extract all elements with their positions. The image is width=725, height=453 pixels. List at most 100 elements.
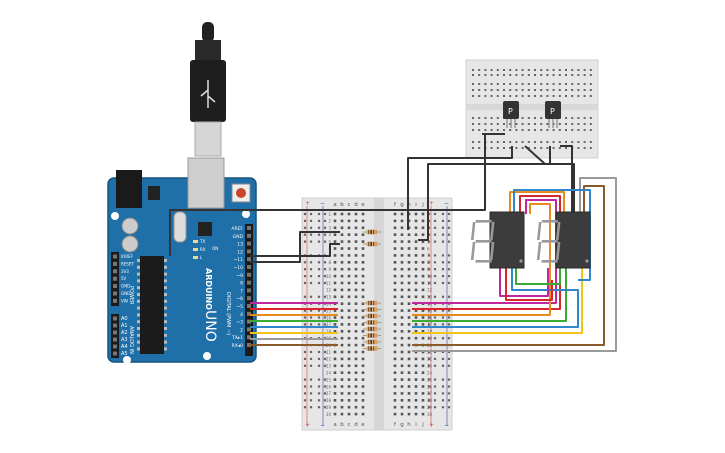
wire-black[interactable] <box>560 145 573 214</box>
column-letter: g <box>400 202 404 208</box>
column-letter: b <box>340 202 344 208</box>
row-number: 21 <box>427 350 433 355</box>
wire-green[interactable] <box>412 268 567 322</box>
resistor[interactable] <box>363 313 381 319</box>
row-number: 1 <box>328 212 331 217</box>
digital-pin-label: 8 <box>240 281 243 287</box>
power-pin-label: 3V3 <box>121 269 129 274</box>
resistor[interactable] <box>363 229 381 235</box>
voltage-regulator <box>148 186 160 200</box>
resistor[interactable] <box>363 320 381 325</box>
analog-pin-label: A1 <box>121 323 128 329</box>
row-number: 8 <box>328 260 331 265</box>
rail-plus-label-bottom-right: + <box>429 422 434 429</box>
analog-header[interactable] <box>111 314 119 358</box>
row-number: 26 <box>427 384 433 389</box>
seven-segment-display-2[interactable] <box>536 211 591 269</box>
row-number: 10 <box>326 274 332 279</box>
breadboard-holes[interactable] <box>303 212 451 416</box>
wire-black[interactable] <box>250 243 340 257</box>
row-number: 5 <box>328 239 331 244</box>
display-segment <box>489 242 495 260</box>
crystal <box>173 211 187 243</box>
row-number: 27 <box>427 391 433 396</box>
resistor[interactable] <box>363 326 381 332</box>
display-segment <box>541 240 558 243</box>
resistor[interactable] <box>363 300 381 306</box>
wire-brown[interactable] <box>412 185 605 346</box>
wire-magenta[interactable] <box>499 268 549 297</box>
row-number: 17 <box>326 322 332 327</box>
wire-blue[interactable] <box>412 268 579 328</box>
wire-red[interactable] <box>505 268 553 301</box>
resistor[interactable] <box>363 339 381 345</box>
wire-magenta[interactable] <box>412 199 557 304</box>
usb-chip <box>198 222 212 236</box>
digital-pin-label: 7 <box>240 288 243 294</box>
digital-pin-label: 2 <box>240 327 243 333</box>
resistor[interactable] <box>363 241 381 247</box>
column-letter: b <box>340 422 344 428</box>
row-number: 18 <box>427 329 433 334</box>
seven-segment-display-1[interactable] <box>470 211 525 269</box>
row-number: 11 <box>326 281 332 286</box>
wire-green[interactable] <box>515 268 561 285</box>
digital-pin-label: 13 <box>237 242 243 248</box>
analog-label: ANALOG IN <box>128 326 134 354</box>
row-number: 13 <box>427 295 433 300</box>
mount-hole <box>123 356 131 364</box>
resistor[interactable] <box>363 346 381 351</box>
row-number: 22 <box>326 357 332 362</box>
wire-black[interactable] <box>418 146 551 241</box>
transistor-1[interactable]: P <box>503 101 519 128</box>
wire-black[interactable] <box>407 146 513 230</box>
wire-blue[interactable] <box>513 189 591 281</box>
resistors[interactable] <box>363 229 381 351</box>
rail-plus-label-right: + <box>429 200 434 207</box>
row-number: 3 <box>328 226 331 231</box>
mount-hole <box>242 210 250 218</box>
row-number: 16 <box>427 315 433 320</box>
wire-black[interactable] <box>250 231 340 263</box>
column-letter: h <box>407 202 411 208</box>
power-pin-label: IOREF <box>121 254 134 259</box>
resistor[interactable] <box>363 333 381 338</box>
column-letter: c <box>347 202 350 208</box>
power-pin-label: RESET <box>121 261 134 266</box>
digital-pin-label: RX◂0 <box>232 343 243 349</box>
row-number: 25 <box>326 377 332 382</box>
digital-pin-label: TX▸1 <box>231 335 243 341</box>
column-letter: a <box>333 202 336 208</box>
digital-pin-label: ~9 <box>236 273 243 279</box>
wire-yellow[interactable] <box>412 268 583 334</box>
column-letter: d <box>354 422 358 428</box>
display-segment <box>536 242 542 260</box>
column-letter: h <box>407 422 411 428</box>
row-number: 10 <box>427 274 433 279</box>
display-segment <box>541 260 558 263</box>
digital-pin-label: ~3 <box>236 320 243 326</box>
display-segment <box>555 242 561 260</box>
row-number: 6 <box>427 246 430 251</box>
power-label: POWER <box>128 286 134 305</box>
arduino-brand: ARDUINO <box>204 268 213 310</box>
usb-cable[interactable] <box>190 22 226 157</box>
column-letter: i <box>415 422 417 428</box>
wire-orange[interactable] <box>412 203 551 316</box>
transistor-2[interactable]: P <box>545 101 561 128</box>
column-letter: a <box>333 422 336 428</box>
wire-red[interactable] <box>412 195 561 310</box>
breadboard-small[interactable]: P P <box>465 59 599 159</box>
display-segment <box>475 240 492 243</box>
column-letter: f <box>394 202 397 208</box>
resistor[interactable] <box>363 307 381 312</box>
wire-orange[interactable] <box>509 191 565 214</box>
row-number: 28 <box>427 398 433 403</box>
digital-pin-label: 12 <box>237 249 243 255</box>
status-led <box>193 256 198 259</box>
wires[interactable] <box>169 133 617 352</box>
digital-pin-label: 4 <box>240 312 243 318</box>
row-number: 28 <box>326 398 332 403</box>
digital-pin-label: ~10 <box>234 265 244 271</box>
